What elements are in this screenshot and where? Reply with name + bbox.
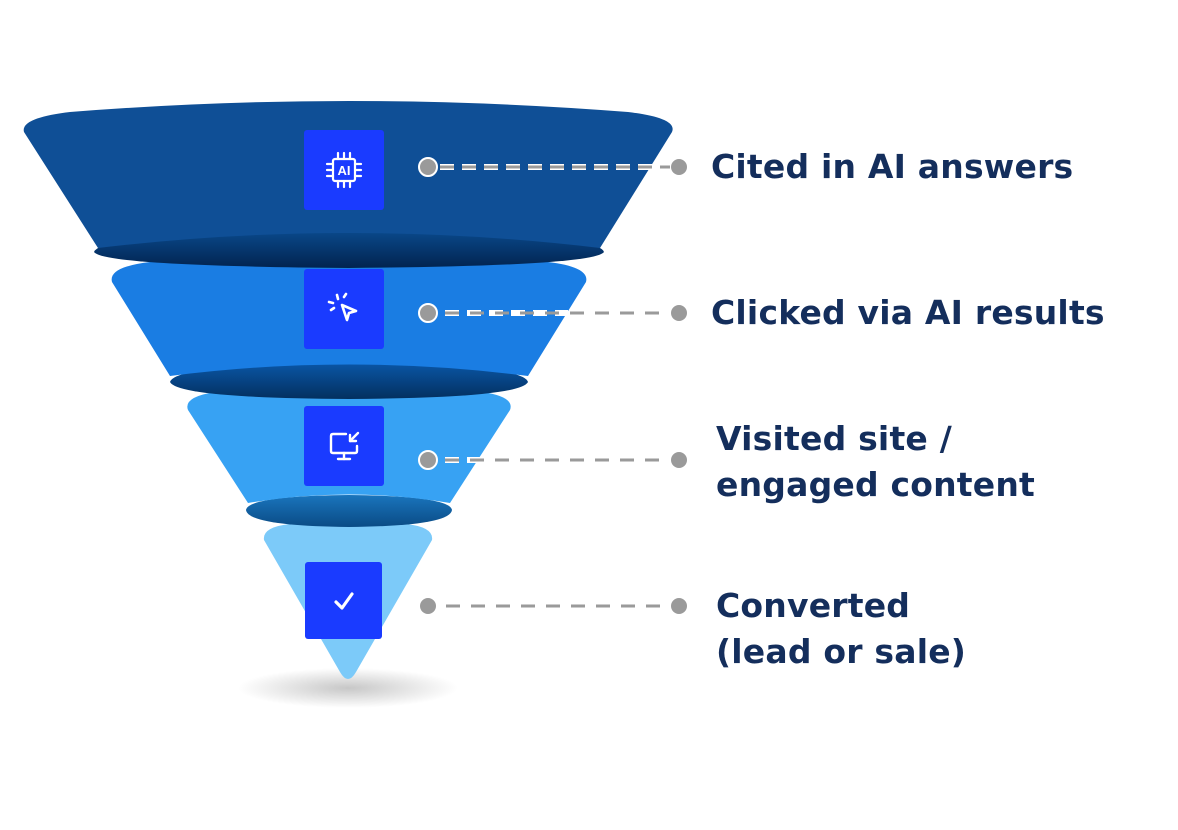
ai-chip-icon: AI (325, 151, 363, 189)
funnel-stage-2-shade (170, 363, 528, 399)
cursor-click-icon (327, 292, 358, 322)
connector-dot-end (671, 159, 687, 175)
connector-1 (418, 157, 687, 177)
monitor-arrow-icon (329, 431, 360, 461)
connector-dot-end (671, 598, 687, 614)
stage-1-icon-box: AI (304, 130, 384, 210)
connector-2 (418, 303, 687, 323)
stage-2-icon-box (304, 269, 384, 349)
stage-3-icon-box (304, 406, 384, 486)
funnel-stage-1-shade (94, 230, 604, 268)
funnel-shadow (238, 668, 458, 708)
stage-3-label: Visited site / engaged content (716, 416, 1035, 508)
stage-4-label-line-1: Converted (716, 586, 911, 625)
stage-4-label-line-2: (lead or sale) (716, 632, 967, 671)
stage-2-label-line-1: Clicked via AI results (711, 293, 1105, 332)
connector-dot-start (420, 598, 436, 614)
connector-3 (418, 450, 687, 470)
connector-dot-end (671, 452, 687, 468)
stage-1-label: Cited in AI answers (711, 144, 1073, 190)
connector-4 (420, 598, 687, 614)
checkmark-icon (333, 591, 354, 610)
stage-4-label: Converted (lead or sale) (716, 583, 966, 675)
connector-dot-start (418, 303, 438, 323)
ai-chip-text: AI (338, 163, 351, 178)
connector-dot-end (671, 305, 687, 321)
stage-4-icon-box (305, 562, 382, 639)
stage-1-label-line-1: Cited in AI answers (711, 147, 1074, 186)
funnel-stage-3-shade (246, 495, 452, 527)
connector-dot-start (418, 450, 438, 470)
stage-2-label: Clicked via AI results (711, 290, 1105, 336)
stage-3-label-line-1: Visited site / (716, 419, 952, 458)
connector-dot-start (418, 157, 438, 177)
stage-3-label-line-2: engaged content (716, 465, 1036, 504)
